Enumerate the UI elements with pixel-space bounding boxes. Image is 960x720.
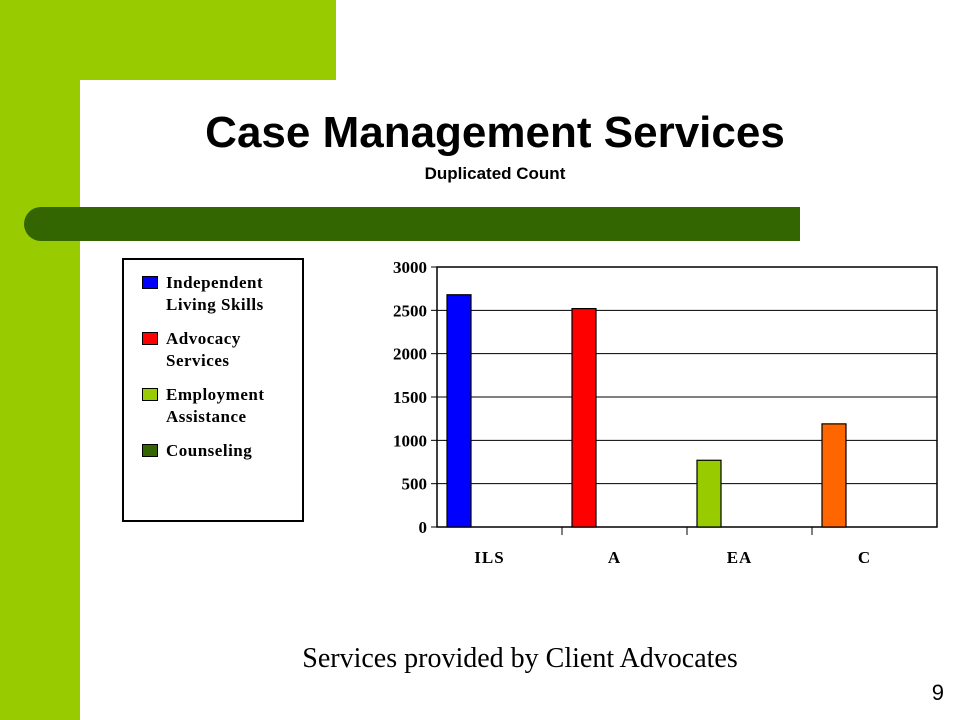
chart-legend: Independent Living Skills Advocacy Servi… [122, 258, 304, 522]
frame-top-band [80, 0, 336, 80]
legend-item-advocacy: Advocacy Services [142, 328, 302, 372]
slide-subtitle: Duplicated Count [424, 164, 566, 183]
y-tick-label: 2500 [393, 301, 427, 320]
legend-label: Advocacy Services [166, 329, 241, 370]
x-tick-label: EA [727, 548, 753, 567]
y-tick-label: 2000 [393, 345, 427, 364]
y-tick-label: 1000 [393, 431, 427, 450]
slide-footer: Services provided by Client Advocates [302, 643, 738, 674]
bar-ea [696, 459, 722, 528]
legend-label: Counseling [166, 441, 253, 460]
legend-swatch [142, 388, 158, 401]
slide-title: Case Management Services [205, 108, 785, 157]
legend-item-ils: Independent Living Skills [142, 272, 302, 316]
legend-item-counseling: Counseling [142, 440, 302, 462]
frame-left-band [0, 0, 80, 720]
page-number: 9 [931, 680, 944, 705]
title-divider-bar [24, 207, 800, 241]
legend-swatch [142, 276, 158, 289]
bar-a [571, 307, 597, 528]
y-tick-label: 1500 [393, 388, 427, 407]
legend-swatch [142, 332, 158, 345]
y-tick-label: 3000 [393, 258, 427, 277]
x-tick-label: ILS [474, 548, 504, 567]
y-tick-label: 500 [402, 475, 428, 494]
bar-ils [446, 294, 472, 528]
legend-label: Independent Living Skills [166, 273, 264, 314]
x-tick-label: C [858, 548, 871, 567]
x-tick-label: A [608, 548, 621, 567]
legend-item-employment: Employment Assistance [142, 384, 302, 428]
y-tick-label: 0 [419, 518, 428, 537]
legend-swatch [142, 444, 158, 457]
bar-c [821, 423, 847, 528]
legend-label: Employment Assistance [166, 385, 265, 426]
